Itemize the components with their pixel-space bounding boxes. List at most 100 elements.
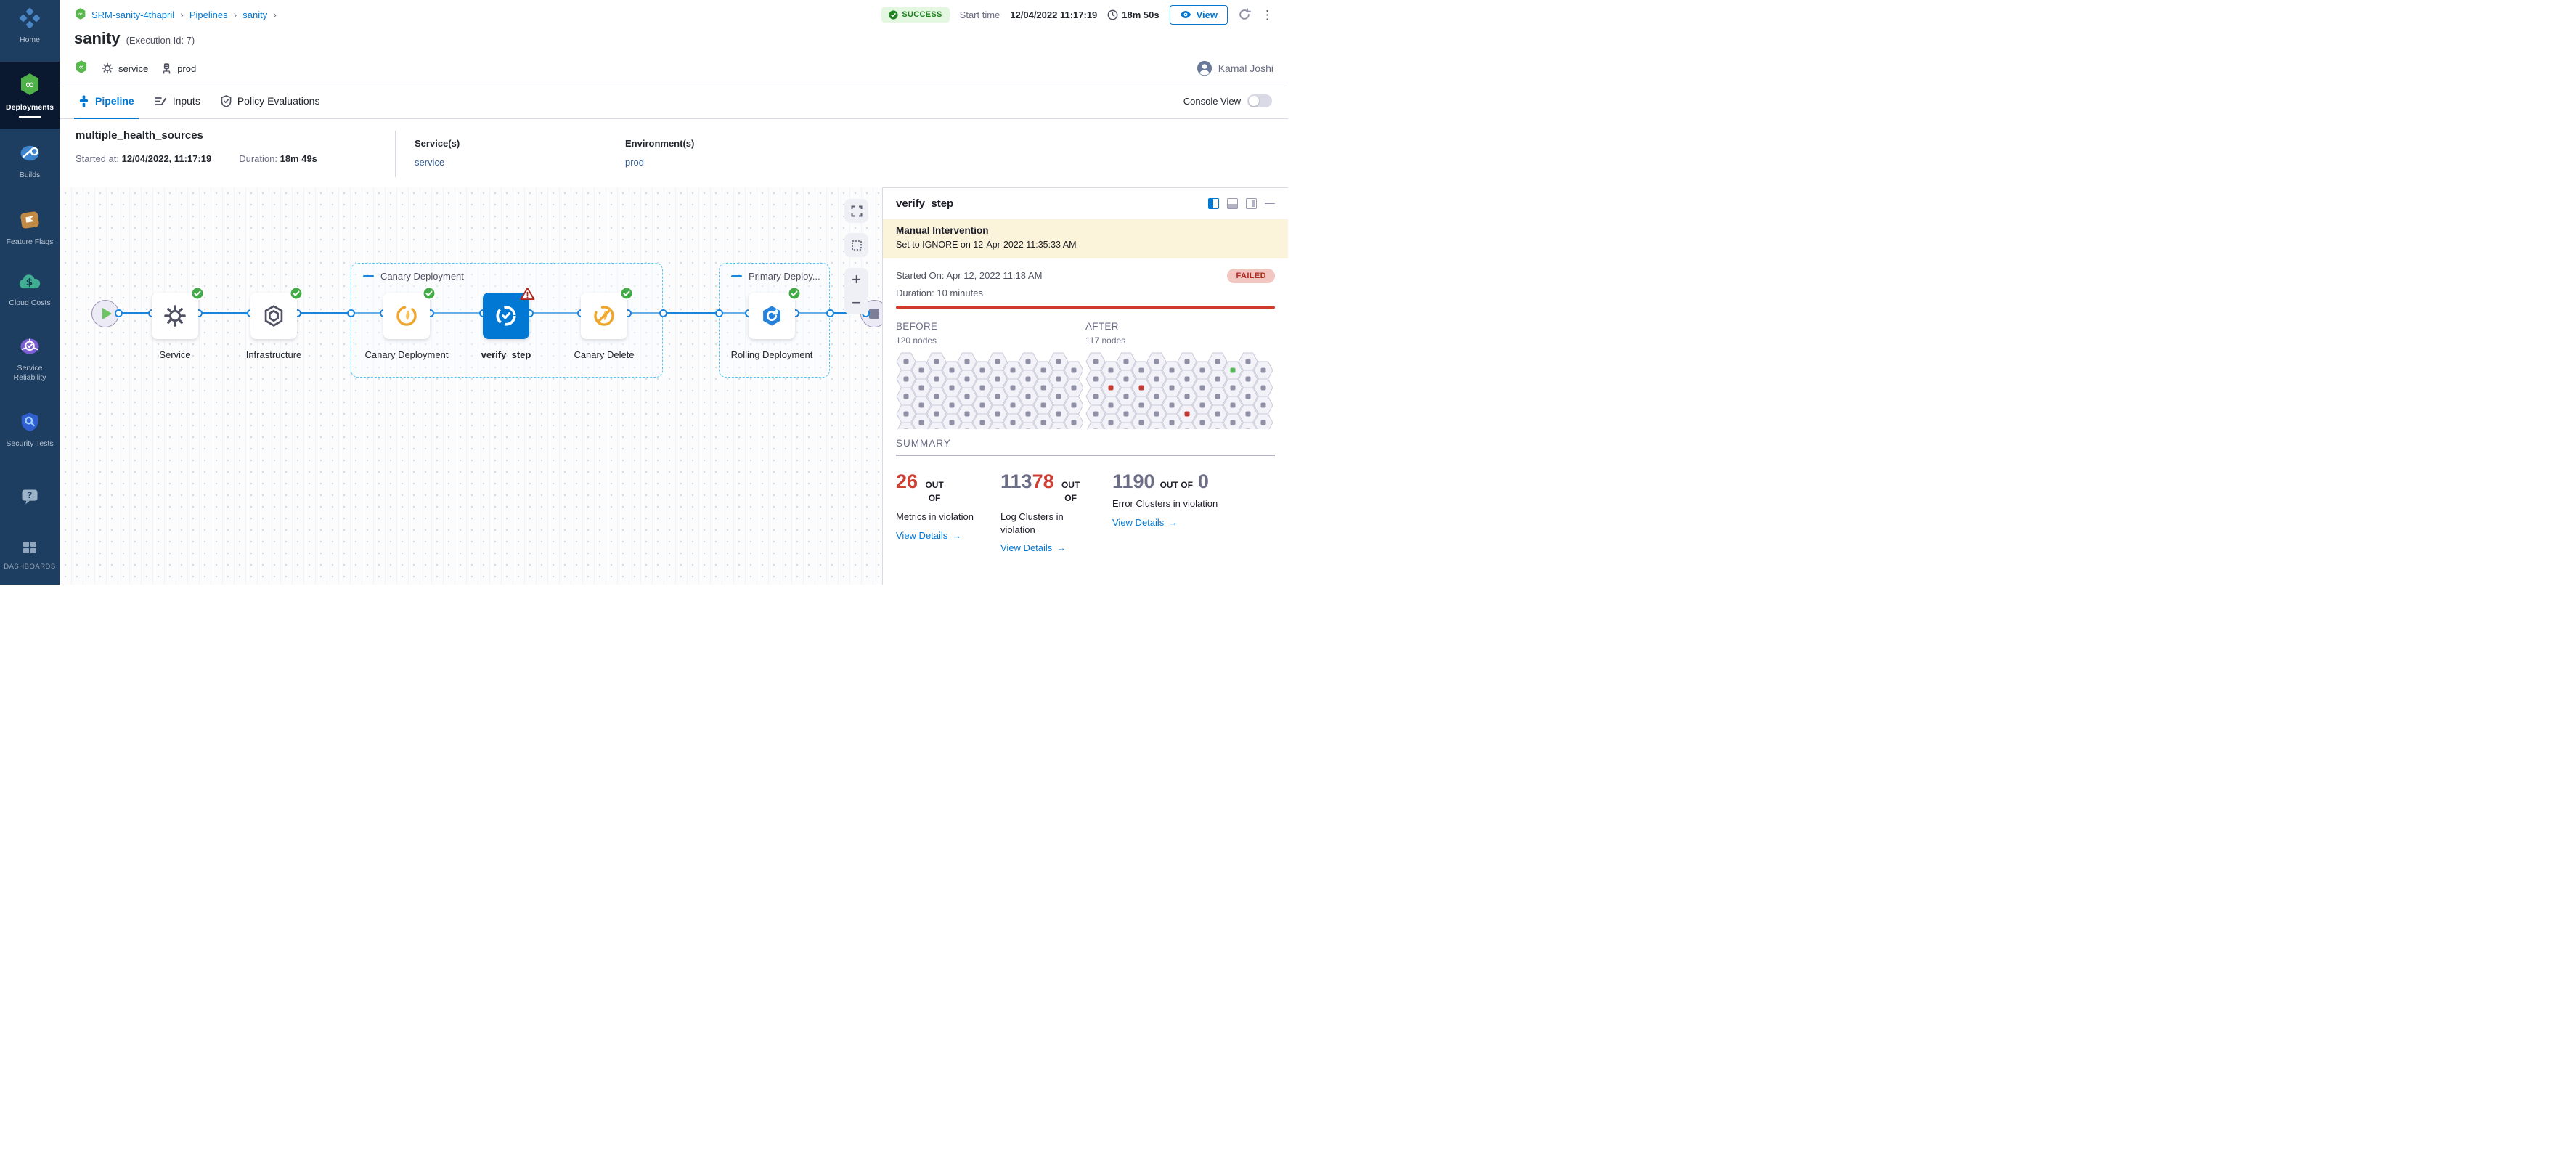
sidebar-item-label: DASHBOARDS xyxy=(4,563,56,571)
breadcrumb-pipeline-link[interactable]: sanity xyxy=(242,9,268,20)
after-node-grid[interactable] xyxy=(1085,352,1273,429)
policy-shield-icon xyxy=(221,94,232,107)
deployments-cd-icon: ∞ xyxy=(17,73,42,99)
service-reliability-icon xyxy=(19,338,41,360)
home-icon xyxy=(19,8,41,32)
group-label[interactable]: Canary Deployment xyxy=(363,271,464,282)
stage-info-bar: multiple_health_sources Started at: 12/0… xyxy=(60,119,1288,187)
breadcrumb-project-link[interactable]: SRM-sanity-4thapril xyxy=(91,9,175,20)
log-clusters-violation-card: 11378 OUT OF Log Clusters in violation V… xyxy=(1000,472,1093,555)
sidebar-item-label: Security Tests xyxy=(6,439,54,448)
user-menu[interactable]: Kamal Joshi xyxy=(1197,60,1273,76)
more-options-button[interactable]: ⋮ xyxy=(1261,7,1273,22)
console-view-label: Console View xyxy=(1183,95,1241,107)
sidebar-item-label: Builds xyxy=(19,171,41,179)
step-label: Service xyxy=(159,349,191,360)
verification-duration: Duration: 10 minutes xyxy=(896,288,983,298)
step-details-panel: verify_step Manual Intervention Set to I… xyxy=(882,187,1288,584)
step-node-infrastructure[interactable] xyxy=(250,287,303,339)
canary-deployment-icon xyxy=(396,306,417,326)
sidebar-item-home[interactable]: Home xyxy=(0,7,60,45)
summary-label: SUMMARY xyxy=(896,438,951,449)
infrastructure-icon xyxy=(264,305,283,327)
verify-step-icon xyxy=(496,306,516,326)
metrics-violation-card: 26 OUT OF Metrics in violation View Deta… xyxy=(896,472,982,555)
security-tests-icon xyxy=(19,412,41,436)
step-node-verify-step[interactable] xyxy=(483,287,535,339)
help-chat-icon: ? xyxy=(20,489,40,510)
after-label: AFTER xyxy=(1085,321,1119,332)
layout-minimal-view-icon[interactable] xyxy=(1246,197,1257,209)
zoom-in-button[interactable]: + xyxy=(852,270,861,288)
step-node-service[interactable] xyxy=(152,287,204,339)
view-details-link[interactable]: View Details→ xyxy=(1112,516,1178,528)
step-label: Canary Deployment xyxy=(364,349,449,360)
tags-row: ∞ service prod Kamal Joshi xyxy=(60,54,1288,83)
sidebar-item-security-tests[interactable]: Security Tests xyxy=(0,411,60,449)
panel-title: verify_step xyxy=(896,197,954,210)
breadcrumb-pipelines-link[interactable]: Pipelines xyxy=(189,9,228,20)
sidebar-item-help[interactable]: ? xyxy=(0,488,60,510)
sidebar-item-service-reliability[interactable]: Service Reliability xyxy=(0,335,60,383)
tab-inputs[interactable]: Inputs xyxy=(144,84,211,118)
sidebar-item-builds[interactable]: Builds xyxy=(0,142,60,180)
main-area: ∞ SRM-sanity-4thapril Pipelines sanity S… xyxy=(60,0,1288,584)
environment-tag: prod xyxy=(161,62,196,74)
top-bar: ∞ SRM-sanity-4thapril Pipelines sanity S… xyxy=(60,0,1288,29)
cloud-costs-icon: $ xyxy=(18,274,41,295)
success-badge-icon xyxy=(620,287,633,304)
card-label: Log Clusters in violation xyxy=(1000,511,1064,535)
builds-ci-icon xyxy=(19,145,41,167)
zoom-controls: + − xyxy=(844,268,868,314)
user-avatar-icon xyxy=(1197,60,1212,76)
active-underline xyxy=(19,116,41,118)
start-time-label: Start time xyxy=(959,9,1000,20)
layout-right-view-icon[interactable] xyxy=(1208,197,1219,209)
sidebar-item-dashboards[interactable]: DASHBOARDS xyxy=(0,539,60,571)
service-tag: service xyxy=(102,62,148,74)
breadcrumb-separator xyxy=(234,9,237,20)
tab-policy-evaluations[interactable]: Policy Evaluations xyxy=(211,84,330,118)
marquee-select-button[interactable] xyxy=(844,233,868,257)
layout-bottom-view-icon[interactable] xyxy=(1227,197,1238,209)
view-details-link[interactable]: View Details→ xyxy=(896,529,962,541)
console-view-toggle[interactable] xyxy=(1247,94,1272,107)
svg-text:∞: ∞ xyxy=(25,78,35,91)
tab-pipeline[interactable]: Pipeline xyxy=(68,84,144,119)
failed-badge: FAILED xyxy=(1227,269,1275,283)
breadcrumb: ∞ SRM-sanity-4thapril Pipelines sanity xyxy=(74,7,278,23)
minimize-panel-icon[interactable] xyxy=(1265,202,1275,205)
step-node-canary-deployment[interactable] xyxy=(383,287,436,339)
zoom-out-button[interactable]: − xyxy=(852,293,861,311)
pipeline-canvas[interactable]: Canary Deployment Primary Deploy... xyxy=(60,187,882,584)
stop-icon xyxy=(869,309,879,319)
before-node-grid[interactable] xyxy=(896,352,1083,429)
sidebar-item-deployments[interactable]: ∞ Deployments xyxy=(0,62,60,129)
log-clusters-total: 113 xyxy=(1000,471,1032,492)
sidebar-item-feature-flags[interactable]: Feature Flags xyxy=(0,209,60,247)
before-label: BEFORE xyxy=(896,321,938,332)
environment-link[interactable]: prod xyxy=(625,157,645,168)
page-title: sanity xyxy=(74,29,121,47)
breadcrumb-separator xyxy=(180,9,184,20)
connector-dot xyxy=(826,309,834,317)
canary-delete-icon xyxy=(594,306,614,326)
svg-text:$: $ xyxy=(26,277,33,288)
step-node-rolling-deployment[interactable] xyxy=(749,287,801,339)
sidebar-item-cloud-costs[interactable]: $ Cloud Costs xyxy=(0,272,60,308)
verification-progress-bar xyxy=(896,306,1275,309)
fit-to-screen-button[interactable] xyxy=(844,199,868,223)
step-label: Rolling Deployment xyxy=(730,349,813,360)
refresh-button[interactable] xyxy=(1238,8,1251,21)
collapse-dash-icon xyxy=(363,275,374,277)
group-label[interactable]: Primary Deploy... xyxy=(731,271,820,282)
feature-flags-icon xyxy=(19,211,41,234)
success-badge-icon xyxy=(788,287,801,304)
banner-text: Set to IGNORE on 12-Apr-2022 11:35:33 AM xyxy=(896,240,1077,250)
service-link[interactable]: service xyxy=(415,157,445,168)
view-button[interactable]: View xyxy=(1169,4,1228,25)
breadcrumb-separator xyxy=(273,9,277,20)
divider xyxy=(395,131,396,177)
view-details-link[interactable]: View Details→ xyxy=(1000,542,1067,554)
step-node-canary-delete[interactable] xyxy=(581,287,633,339)
